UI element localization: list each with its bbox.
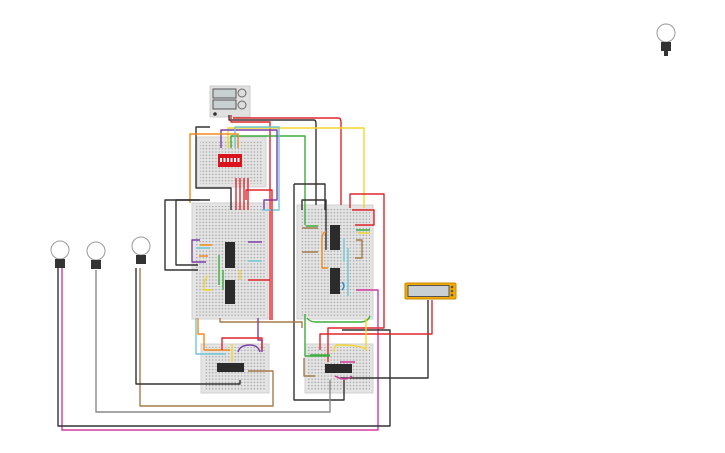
light-bulb-icon[interactable] [50, 240, 70, 268]
lcd-display-icon[interactable] [404, 282, 457, 300]
wire-green [218, 255, 224, 290]
wire-black [301, 199, 327, 250]
wire-yellow [227, 127, 365, 208]
wire-orange [189, 133, 239, 203]
left-chip-1[interactable] [225, 242, 235, 268]
wire-red [230, 115, 271, 320]
wire-yellow [333, 318, 367, 353]
wire-orange [197, 318, 230, 351]
wire-brown [139, 268, 274, 407]
wire-green [230, 135, 306, 225]
wire-red [319, 300, 433, 350]
light-bulb-icon[interactable] [656, 23, 676, 56]
left-chip-2[interactable] [225, 280, 235, 304]
wire-black [340, 300, 429, 379]
wire-gray [95, 270, 331, 413]
wire-black [293, 183, 345, 401]
wire-black [135, 268, 241, 385]
wire-purple [191, 239, 262, 263]
wire-brown [302, 227, 363, 259]
wire-red [233, 117, 342, 205]
wire-purple [220, 129, 278, 210]
wire-black [175, 199, 210, 266]
right-chip-1[interactable] [330, 225, 340, 250]
wire-orange [321, 231, 328, 269]
wire-black [228, 115, 317, 205]
wire-red [235, 178, 249, 210]
wire-red [221, 337, 263, 350]
wire-green [306, 225, 370, 231]
wire-pink [61, 268, 379, 431]
dip-switch-icon[interactable] [218, 154, 242, 167]
wire-black [195, 126, 232, 210]
wire-cyan [196, 247, 262, 262]
wire-yellow [203, 270, 241, 291]
wire-green [304, 314, 330, 357]
right-chip-2[interactable] [330, 268, 340, 294]
light-bulb-icon[interactable] [86, 241, 106, 269]
wire-red [352, 209, 375, 226]
wire-brown [219, 318, 315, 377]
breadboard-right-large[interactable] [296, 204, 374, 320]
bottom-left-chip[interactable] [217, 363, 244, 372]
wire-pink [334, 361, 355, 380]
power-supply-icon[interactable] [209, 85, 251, 118]
bottom-right-chip[interactable] [325, 364, 352, 373]
light-bulb-icon[interactable] [131, 236, 151, 264]
wire-red [245, 189, 273, 320]
wire-green [306, 315, 371, 323]
wire-cyan [195, 318, 226, 355]
wire-black [57, 268, 391, 427]
wire-cyan [343, 238, 349, 296]
wire-blue [341, 281, 345, 291]
wire-orange [199, 244, 212, 257]
